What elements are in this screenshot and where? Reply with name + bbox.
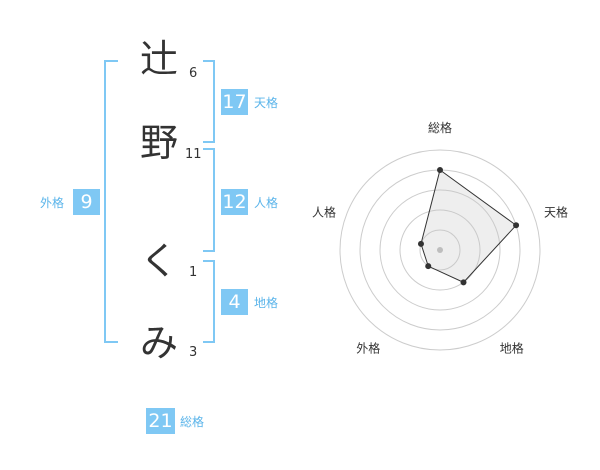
- radar-ring-5: [339, 149, 541, 351]
- name-char-3: く: [140, 239, 179, 283]
- radar-ring-3: [379, 189, 501, 311]
- stroke-count-3: 1: [189, 265, 198, 280]
- chikaku-bracket: [203, 260, 215, 343]
- chikaku-label: 地格: [254, 296, 279, 310]
- radar-ring-1: [419, 229, 461, 271]
- stroke-count-1: 6: [189, 66, 198, 81]
- radar-axis-label: 天格: [544, 204, 568, 219]
- jinkaku-value: 12: [221, 189, 248, 215]
- name-char-1: 辻: [140, 37, 179, 81]
- stroke-count-4: 3: [189, 345, 198, 360]
- name-char-4: み: [140, 321, 179, 365]
- radar-axis-label: 人格: [312, 204, 336, 219]
- radar-point-1: [437, 167, 443, 173]
- radar-axis-label: 地格: [500, 341, 524, 356]
- radar-axis-label: 総格: [428, 120, 452, 135]
- stroke-count-2: 11: [185, 147, 202, 162]
- radar-series-polygon: [420, 169, 517, 283]
- gaikaku-value: 9: [73, 189, 100, 215]
- name-char-2: 野: [140, 121, 179, 165]
- tenkaku-bracket: [203, 60, 215, 143]
- radar-axis-label: 外格: [356, 341, 380, 356]
- tenkaku-value: 17: [221, 89, 248, 115]
- radar-point-5: [417, 240, 424, 247]
- radar-ring-2: [399, 209, 481, 291]
- soukaku-value: 21: [146, 408, 175, 434]
- gaikaku-label: 外格: [40, 196, 65, 210]
- soukaku-label: 総格: [180, 415, 205, 429]
- chikaku-value: 4: [221, 289, 248, 315]
- jinkaku-label: 人格: [254, 196, 279, 210]
- jinkaku-bracket: [203, 148, 215, 252]
- radar-point-4: [425, 263, 432, 270]
- radar-center-dot: [437, 247, 443, 253]
- tenkaku-label: 天格: [254, 96, 279, 110]
- gaikaku-bracket: [104, 60, 118, 343]
- radar-point-2: [513, 222, 520, 229]
- radar-point-3: [460, 279, 467, 286]
